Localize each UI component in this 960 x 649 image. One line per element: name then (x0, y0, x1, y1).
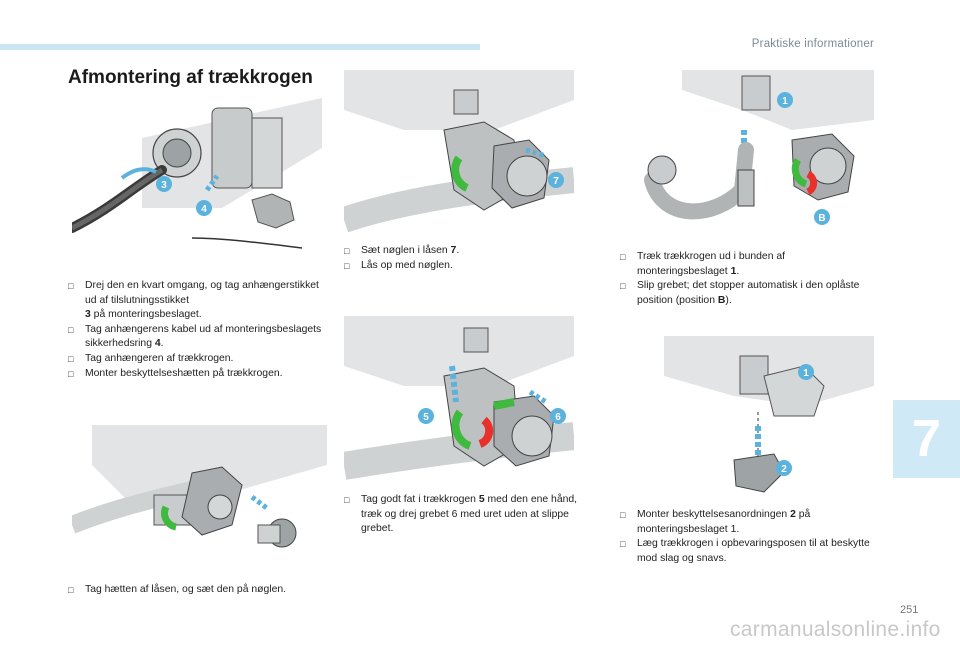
callout-label-b: B (818, 213, 825, 224)
step-item: Tag anhængerens kabel ud af monteringsbe… (68, 323, 326, 352)
callout-badge-7 (548, 172, 564, 188)
steps-pull-turn: Tag godt fat i trækkrogen 5 med den ene … (344, 493, 592, 537)
steps-lock-cap: Tag hætten af låsen, og sæt den på nøgle… (68, 583, 338, 598)
step-item: Træk trækkrogen ud i bunden af montering… (620, 250, 875, 279)
step-item: Tag hætten af låsen, og sæt den på nøgle… (68, 583, 338, 598)
callout-label-2: 2 (781, 464, 787, 475)
steps-hook-removed: Træk trækkrogen ud i bunden af montering… (620, 250, 875, 308)
figure-protector: 1 2 (664, 336, 874, 498)
step-item: Sæt nøglen i låsen 7. (344, 244, 584, 259)
step-text: Drej den en kvart omgang, og tag anhænge… (85, 280, 319, 306)
step-text: ). (725, 294, 732, 306)
step-text: . (160, 338, 164, 350)
ref-number: 5 (478, 494, 485, 505)
section-title: Praktiske informationer (751, 38, 874, 50)
callout-badge-1 (777, 92, 793, 108)
callout-label-5: 5 (423, 412, 429, 423)
steps-key-lock: Sæt nøglen i låsen 7. Lås op med nøglen. (344, 244, 584, 273)
step-text: Træk trækkrogen ud i bunden af montering… (637, 251, 786, 277)
step-text: Lås op med nøglen. (361, 259, 453, 271)
step-item: Tag godt fat i trækkrogen 5 med den ene … (344, 493, 592, 537)
step-text: . (456, 245, 460, 256)
header-accent-bar (0, 44, 480, 50)
ref-number: 4 (154, 338, 161, 350)
figure-trailer-plug: 3 4 (72, 98, 322, 270)
step-text: Tag godt fat i trækkrogen (361, 494, 476, 505)
callout-badge-5 (418, 408, 434, 424)
callout-badge-b (814, 209, 830, 225)
callout-label-6: 6 (555, 412, 561, 423)
callout-badge-6 (550, 408, 566, 424)
callout-label-3: 3 (161, 180, 167, 191)
callout-label-1: 1 (782, 96, 788, 107)
step-item: Lås op med nøglen. (344, 259, 584, 274)
step-item: Drej den en kvart omgang, og tag anhænge… (68, 279, 326, 323)
step-text: Læg trækkrogen i opbevaringsposen til at… (637, 538, 870, 564)
callout-label-7: 7 (553, 176, 559, 187)
step-item: Slip grebet; det stopper automatisk i de… (620, 279, 875, 308)
step-item: Monter beskyttelseshætten på trækkrogen. (68, 367, 326, 382)
ref-number: 3 (85, 309, 91, 321)
steps-protector: Monter beskyttelsesanordningen 2 på mont… (620, 508, 875, 566)
callout-badge-3 (156, 176, 172, 192)
ref-number: 2 (790, 509, 796, 520)
watermark: carmanualsonline.info (730, 618, 941, 641)
steps-trailer-plug: Drej den en kvart omgang, og tag anhænge… (68, 279, 326, 381)
figure-pull-turn: 5 6 (344, 316, 574, 484)
step-text: Tag anhængeren af trækkrogen. (85, 352, 234, 364)
step-text: Monter beskyttelsesanordningen (637, 509, 788, 520)
step-item: Læg trækkrogen i opbevaringsposen til at… (620, 537, 875, 566)
step-text: Sæt nøglen i låsen (361, 245, 448, 256)
callout-badge-1b (798, 364, 814, 380)
figure-hook-removed: 1 B (622, 70, 874, 242)
step-text: . (736, 265, 740, 277)
ref-number: 7 (450, 245, 457, 256)
step-text: Tag hætten af låsen, og sæt den på nøgle… (85, 584, 287, 595)
callout-label-1b: 1 (803, 368, 809, 379)
ref-number: 1 (730, 265, 737, 277)
ref-number: B (717, 294, 726, 306)
step-text: på monteringsbeslaget 1. (637, 509, 811, 535)
step-text: med den ene hånd, træk og drej grebet 6 … (361, 494, 578, 535)
chapter-tab: 7 (893, 400, 960, 478)
callout-label-4: 4 (201, 204, 207, 215)
step-text: på monteringsbeslaget. (90, 309, 202, 321)
figure-key-lock: 7 (344, 70, 574, 232)
page-heading: Afmontering af trækkrogen (68, 67, 313, 88)
step-text: Slip grebet; det stopper automatisk i de… (637, 280, 860, 306)
callout-badge-2 (776, 460, 792, 476)
figure-lock-cap (72, 425, 327, 570)
step-item: Monter beskyttelsesanordningen 2 på mont… (620, 508, 875, 537)
callout-badge-4 (196, 200, 212, 216)
step-text: Monter beskyttelseshætten på trækkrogen. (85, 367, 283, 379)
step-item: Tag anhængeren af trækkrogen. (68, 352, 326, 367)
step-text: Tag anhængerens kabel ud af monteringsbe… (85, 323, 322, 350)
page-number: 251 (900, 604, 919, 616)
